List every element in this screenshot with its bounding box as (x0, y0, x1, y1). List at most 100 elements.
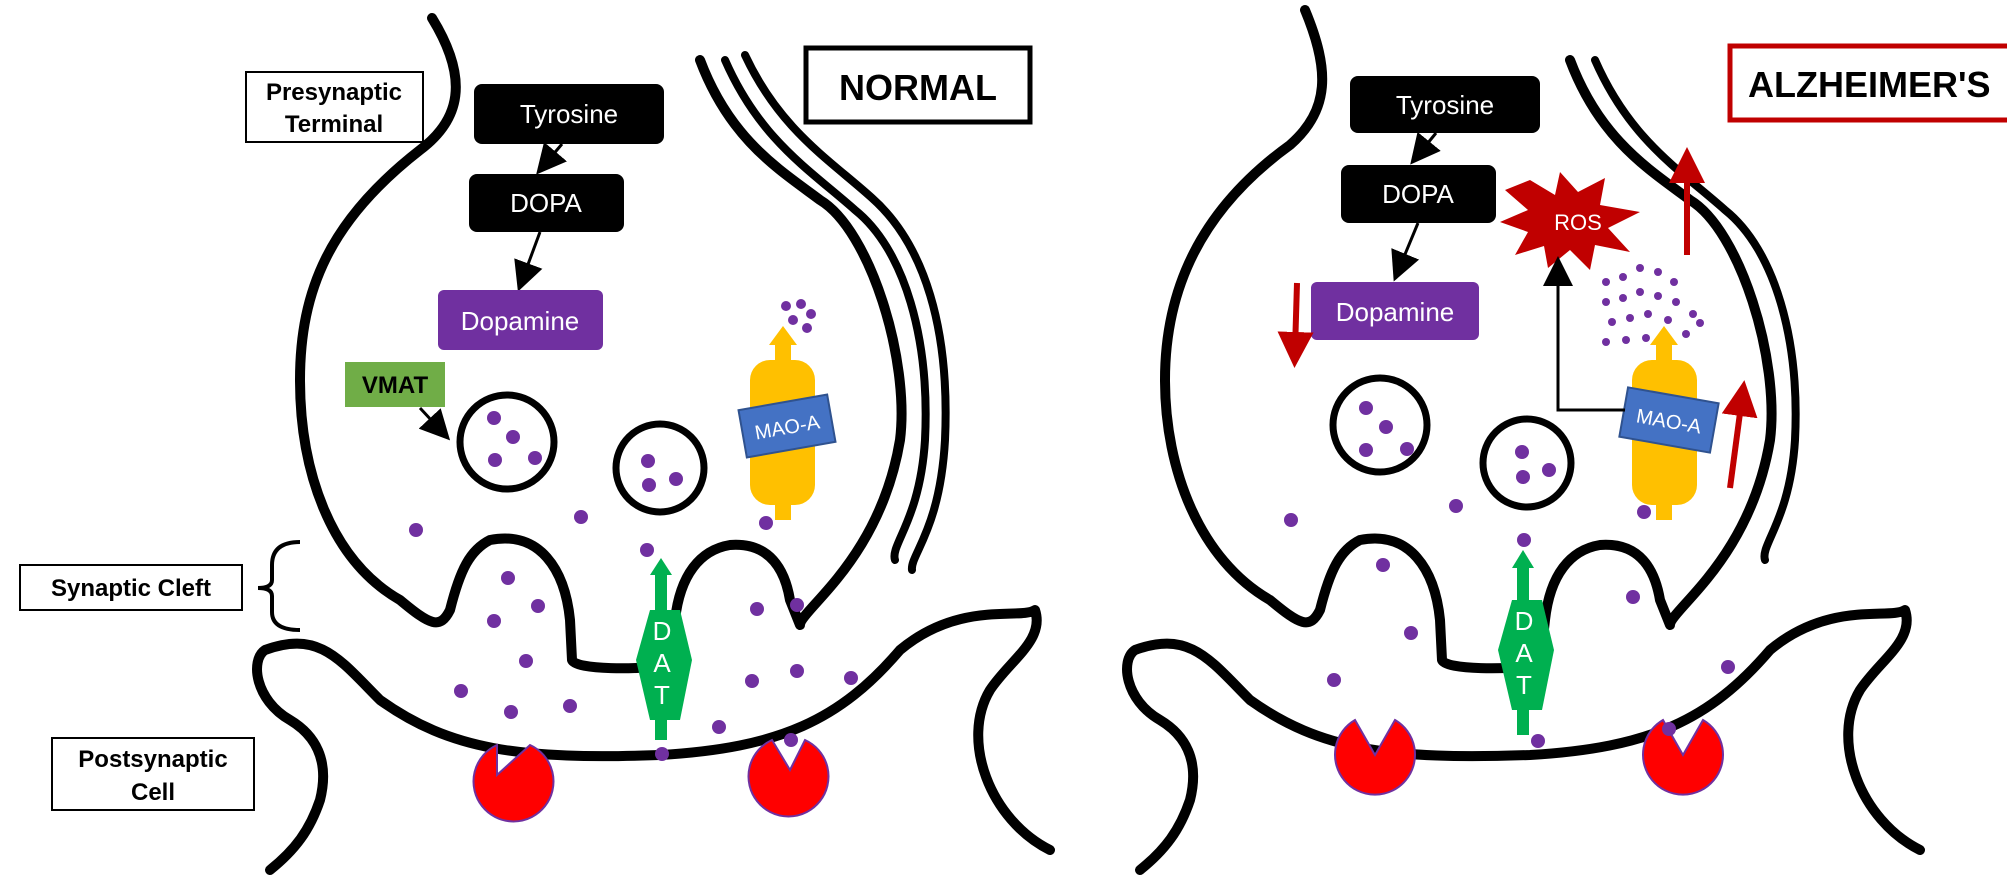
dopamine-box (1311, 282, 1479, 340)
dopamine-dot (1689, 310, 1697, 318)
dopamine-dot (1359, 443, 1373, 457)
dopamine-molecules (1284, 264, 1735, 748)
tyrosine-box (474, 84, 664, 144)
dat-letter-t: T (654, 680, 670, 710)
dat-letter-a: A (1515, 638, 1533, 668)
dopamine-dot (487, 614, 501, 628)
dopamine-dot (487, 411, 501, 425)
dopamine-dot (454, 684, 468, 698)
dopamine-dot (409, 523, 423, 537)
dat-letter-t: T (1516, 670, 1532, 700)
dopamine-dot (563, 699, 577, 713)
dopamine-dot (1636, 288, 1644, 296)
alzheimers-title: ALZHEIMER'S (1748, 64, 1991, 105)
vesicle (1479, 415, 1575, 511)
tyrosine-label: Tyrosine (1396, 90, 1494, 120)
dopamine-dot (1602, 278, 1610, 286)
synaptic-cleft-box (19, 564, 243, 611)
postsynaptic-cell-label-line2: Cell (131, 779, 175, 806)
decrease-arrow (1277, 282, 1314, 368)
vmat-box (345, 362, 445, 407)
dopamine-dot (1672, 298, 1680, 306)
dopamine-dot (790, 598, 804, 612)
dopamine-dot (1642, 334, 1650, 342)
dopamine-dot (1626, 590, 1640, 604)
dopamine-dot (641, 454, 655, 468)
dopamine-dot (1662, 722, 1676, 736)
dopamine-dot (790, 664, 804, 678)
alzheimers-panel: Tyrosine DOPA Dopamine ROS MAO-A D A (1122, 5, 2007, 875)
alzheimers-title-box (1727, 43, 2007, 123)
dopamine-dot (1670, 278, 1678, 286)
presynaptic-terminal-label-line1: Presynaptic (266, 79, 402, 106)
axon-wall-outer (741, 51, 950, 574)
dopamine-dot (1644, 310, 1652, 318)
dopamine-dot (1622, 336, 1630, 344)
normal-panel: Tyrosine DOPA Dopamine VMAT MAO-A D A T (252, 13, 1055, 875)
ros-label: ROS (1554, 210, 1602, 235)
tyrosine-box (1350, 76, 1540, 133)
dopamine-dot (640, 543, 654, 557)
dopamine-dot (1379, 420, 1393, 434)
axon-wall (1591, 56, 1800, 564)
postsynaptic-cell-box (51, 737, 255, 811)
side-labels: Presynaptic Terminal Synaptic Cleft Post… (19, 71, 424, 811)
presynaptic-terminal-label-line2: Terminal (285, 111, 383, 138)
axon-wall (721, 56, 930, 564)
dopamine-dot (781, 301, 791, 311)
normal-title: NORMAL (839, 67, 997, 108)
ros-burst (1500, 172, 1640, 270)
dopamine-dot (1531, 734, 1545, 748)
dopa-label: DOPA (1382, 179, 1454, 209)
dopamine-dot (1654, 268, 1662, 276)
dopamine-dot (844, 671, 858, 685)
dopamine-dot (750, 602, 764, 616)
dat-letter-a: A (653, 648, 671, 678)
dopamine-dot (1602, 298, 1610, 306)
dopamine-dot (745, 674, 759, 688)
dopamine-dot (1449, 499, 1463, 513)
receptor (1334, 718, 1416, 796)
dopa-box (469, 174, 624, 232)
dopamine-dot (1721, 660, 1735, 674)
dopamine-dot (504, 705, 518, 719)
dopamine-label: Dopamine (1336, 297, 1455, 327)
receptor (472, 743, 555, 823)
dopamine-dot (528, 451, 542, 465)
vmat-label: VMAT (362, 372, 429, 399)
postsynaptic-membrane (1122, 605, 1925, 875)
dopamine-dot (574, 510, 588, 524)
vesicle (612, 420, 708, 516)
receptor (1642, 718, 1724, 796)
dopamine-dot (519, 654, 533, 668)
mao-box (1618, 386, 1720, 454)
dopamine-dot (1602, 338, 1610, 346)
postsynaptic-membrane (252, 605, 1055, 875)
dopamine-dot (1359, 401, 1373, 415)
increase-arrow (1721, 380, 1758, 489)
vesicle (456, 391, 558, 493)
dopa-box (1341, 165, 1496, 223)
mao-to-ros-arrow (1543, 256, 1625, 412)
receptor (747, 738, 830, 818)
dat-letter-d: D (653, 616, 672, 646)
postsynaptic-cell-label-line1: Postsynaptic (78, 746, 227, 773)
dopamine-dot (1637, 505, 1651, 519)
dopamine-dot (1404, 626, 1418, 640)
mao-box (737, 393, 837, 459)
dopamine-dot (1619, 294, 1627, 302)
dopamine-dot (796, 299, 806, 309)
dopamine-dot (788, 315, 798, 325)
dopamine-dot (1636, 264, 1644, 272)
presynaptic-terminal-box (245, 71, 424, 143)
normal-title-box (803, 45, 1033, 125)
dopamine-dot (1664, 316, 1672, 324)
dopamine-dot (1542, 463, 1556, 477)
dopamine-dot (806, 309, 816, 319)
dopamine-dot (1696, 319, 1704, 327)
tyrosine-label: Tyrosine (520, 99, 618, 129)
dat-letter-d: D (1515, 606, 1534, 636)
presynaptic-membrane (1160, 5, 1777, 674)
dopamine-dot (1626, 314, 1634, 322)
